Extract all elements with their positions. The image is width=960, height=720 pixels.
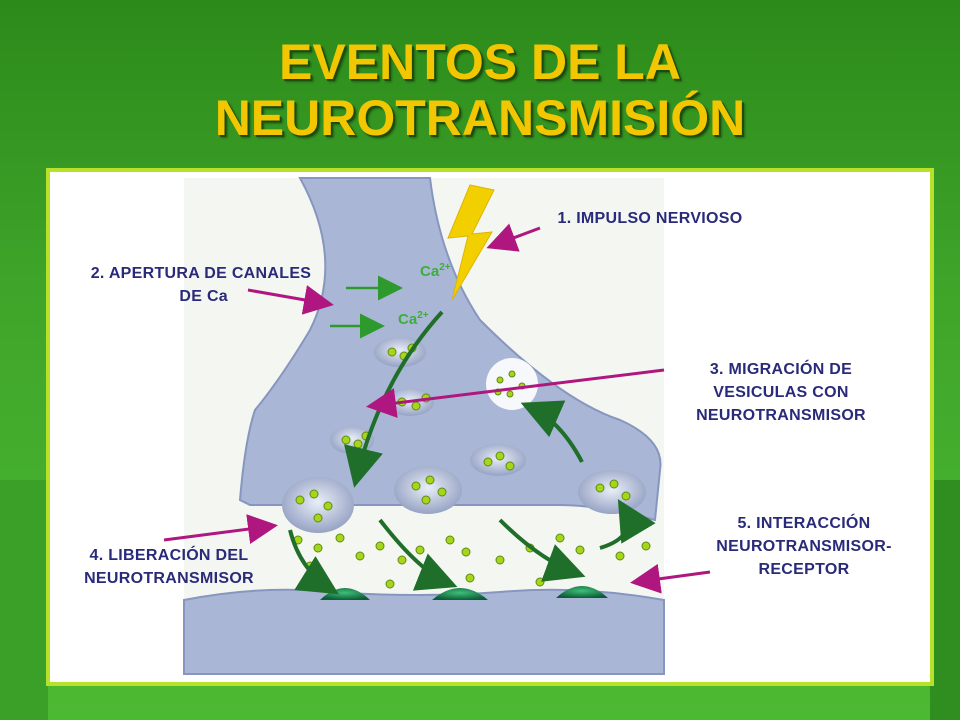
label-apertura-canales: 2. APERTURA DE CANALES DE Ca	[90, 265, 312, 305]
label-interaccion-receptor: 5. INTERACCIÓN NEUROTRANSMISOR- RECEPTOR	[716, 515, 892, 578]
background-stripe-right	[930, 480, 960, 720]
receptors	[320, 586, 608, 600]
postsynaptic-membrane	[183, 588, 665, 675]
slide-title: EVENTOS DE LA NEUROTRANSMISIÓN	[0, 34, 960, 146]
label-liberacion-neurotransmisor: 4. LIBERACIÓN DEL NEUROTRANSMISOR	[84, 547, 254, 587]
lightning-bolt-icon	[447, 184, 495, 301]
label-migracion-vesiculas: 3. MIGRACIÓN DE VESICULAS CON NEUROTRANS…	[696, 361, 866, 424]
calcium-ion-label-2: Ca2+	[398, 310, 429, 328]
background-stripe-left	[0, 480, 48, 720]
title-line-1: EVENTOS DE LA	[279, 34, 681, 90]
calcium-ion-label-1: Ca2+	[420, 262, 451, 280]
title-line-2: NEUROTRANSMISIÓN	[214, 90, 746, 146]
label-impulso-nervioso: 1. IMPULSO NERVIOSO	[557, 210, 743, 227]
pointer-arrows	[163, 223, 711, 594]
process-arrows	[288, 310, 656, 595]
